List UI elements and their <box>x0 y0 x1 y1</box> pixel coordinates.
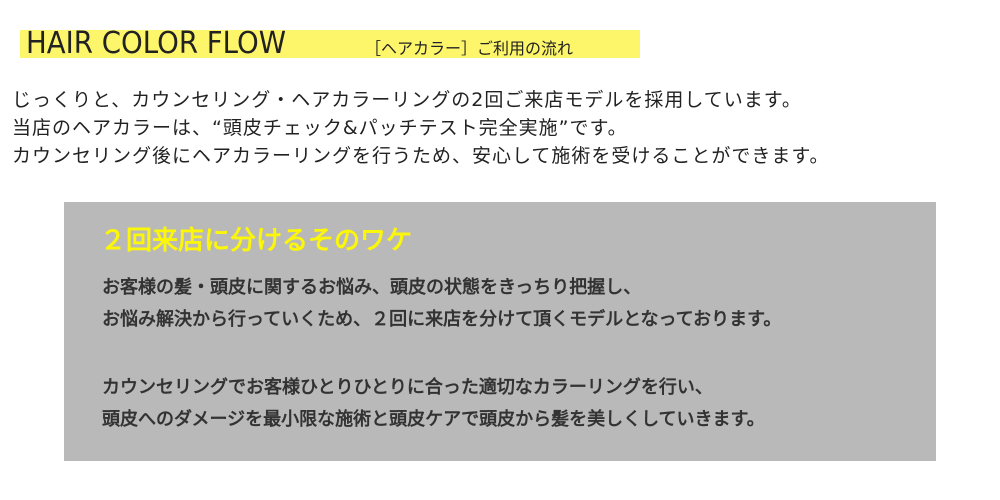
reason-line: カウンセリングでお客様ひとりひとりに合った適切なカラーリングを行い、 <box>102 377 713 398</box>
reason-heading: ２回来店に分けるそのワケ <box>100 226 413 256</box>
title-highlight <box>20 30 640 58</box>
intro-text: じっくりと、カウンセリング・ヘアカラーリングの2回ご来店モデルを採用しています。… <box>12 86 830 170</box>
reason-paragraph: カウンセリングでお客様ひとりひとりに合った適切なカラーリングを行い、 頭皮へのダ… <box>102 372 765 436</box>
reason-paragraph: お客様の髪・頭皮に関するお悩み、頭皮の状態をきっちり把握し、 お悩み解決から行っ… <box>102 272 781 336</box>
page-title: HAIR COLOR FLOW <box>26 26 287 61</box>
intro-line: じっくりと、カウンセリング・ヘアカラーリングの2回ご来店モデルを採用しています。 <box>12 89 802 111</box>
intro-line: カウンセリング後にヘアカラーリングを行うため、安心して施術を受けることができます… <box>12 145 830 167</box>
intro-line: 当店のヘアカラーは、“頭皮チェック&パッチテスト完全実施”です。 <box>12 117 628 139</box>
reason-line: 頭皮へのダメージを最小限な施術と頭皮ケアで頭皮から髪を美しくしていきます。 <box>102 409 765 430</box>
reason-line: お客様の髪・頭皮に関するお悩み、頭皮の状態をきっちり把握し、 <box>102 277 642 298</box>
reason-line: お悩み解決から行っていくため、２回に来店を分けて頂くモデルとなっております。 <box>102 309 782 330</box>
page-subtitle: ［ヘアカラー］ご利用の流れ <box>365 39 574 58</box>
reason-box: ２回来店に分けるそのワケ お客様の髪・頭皮に関するお悩み、頭皮の状態をきっちり把… <box>64 202 936 461</box>
